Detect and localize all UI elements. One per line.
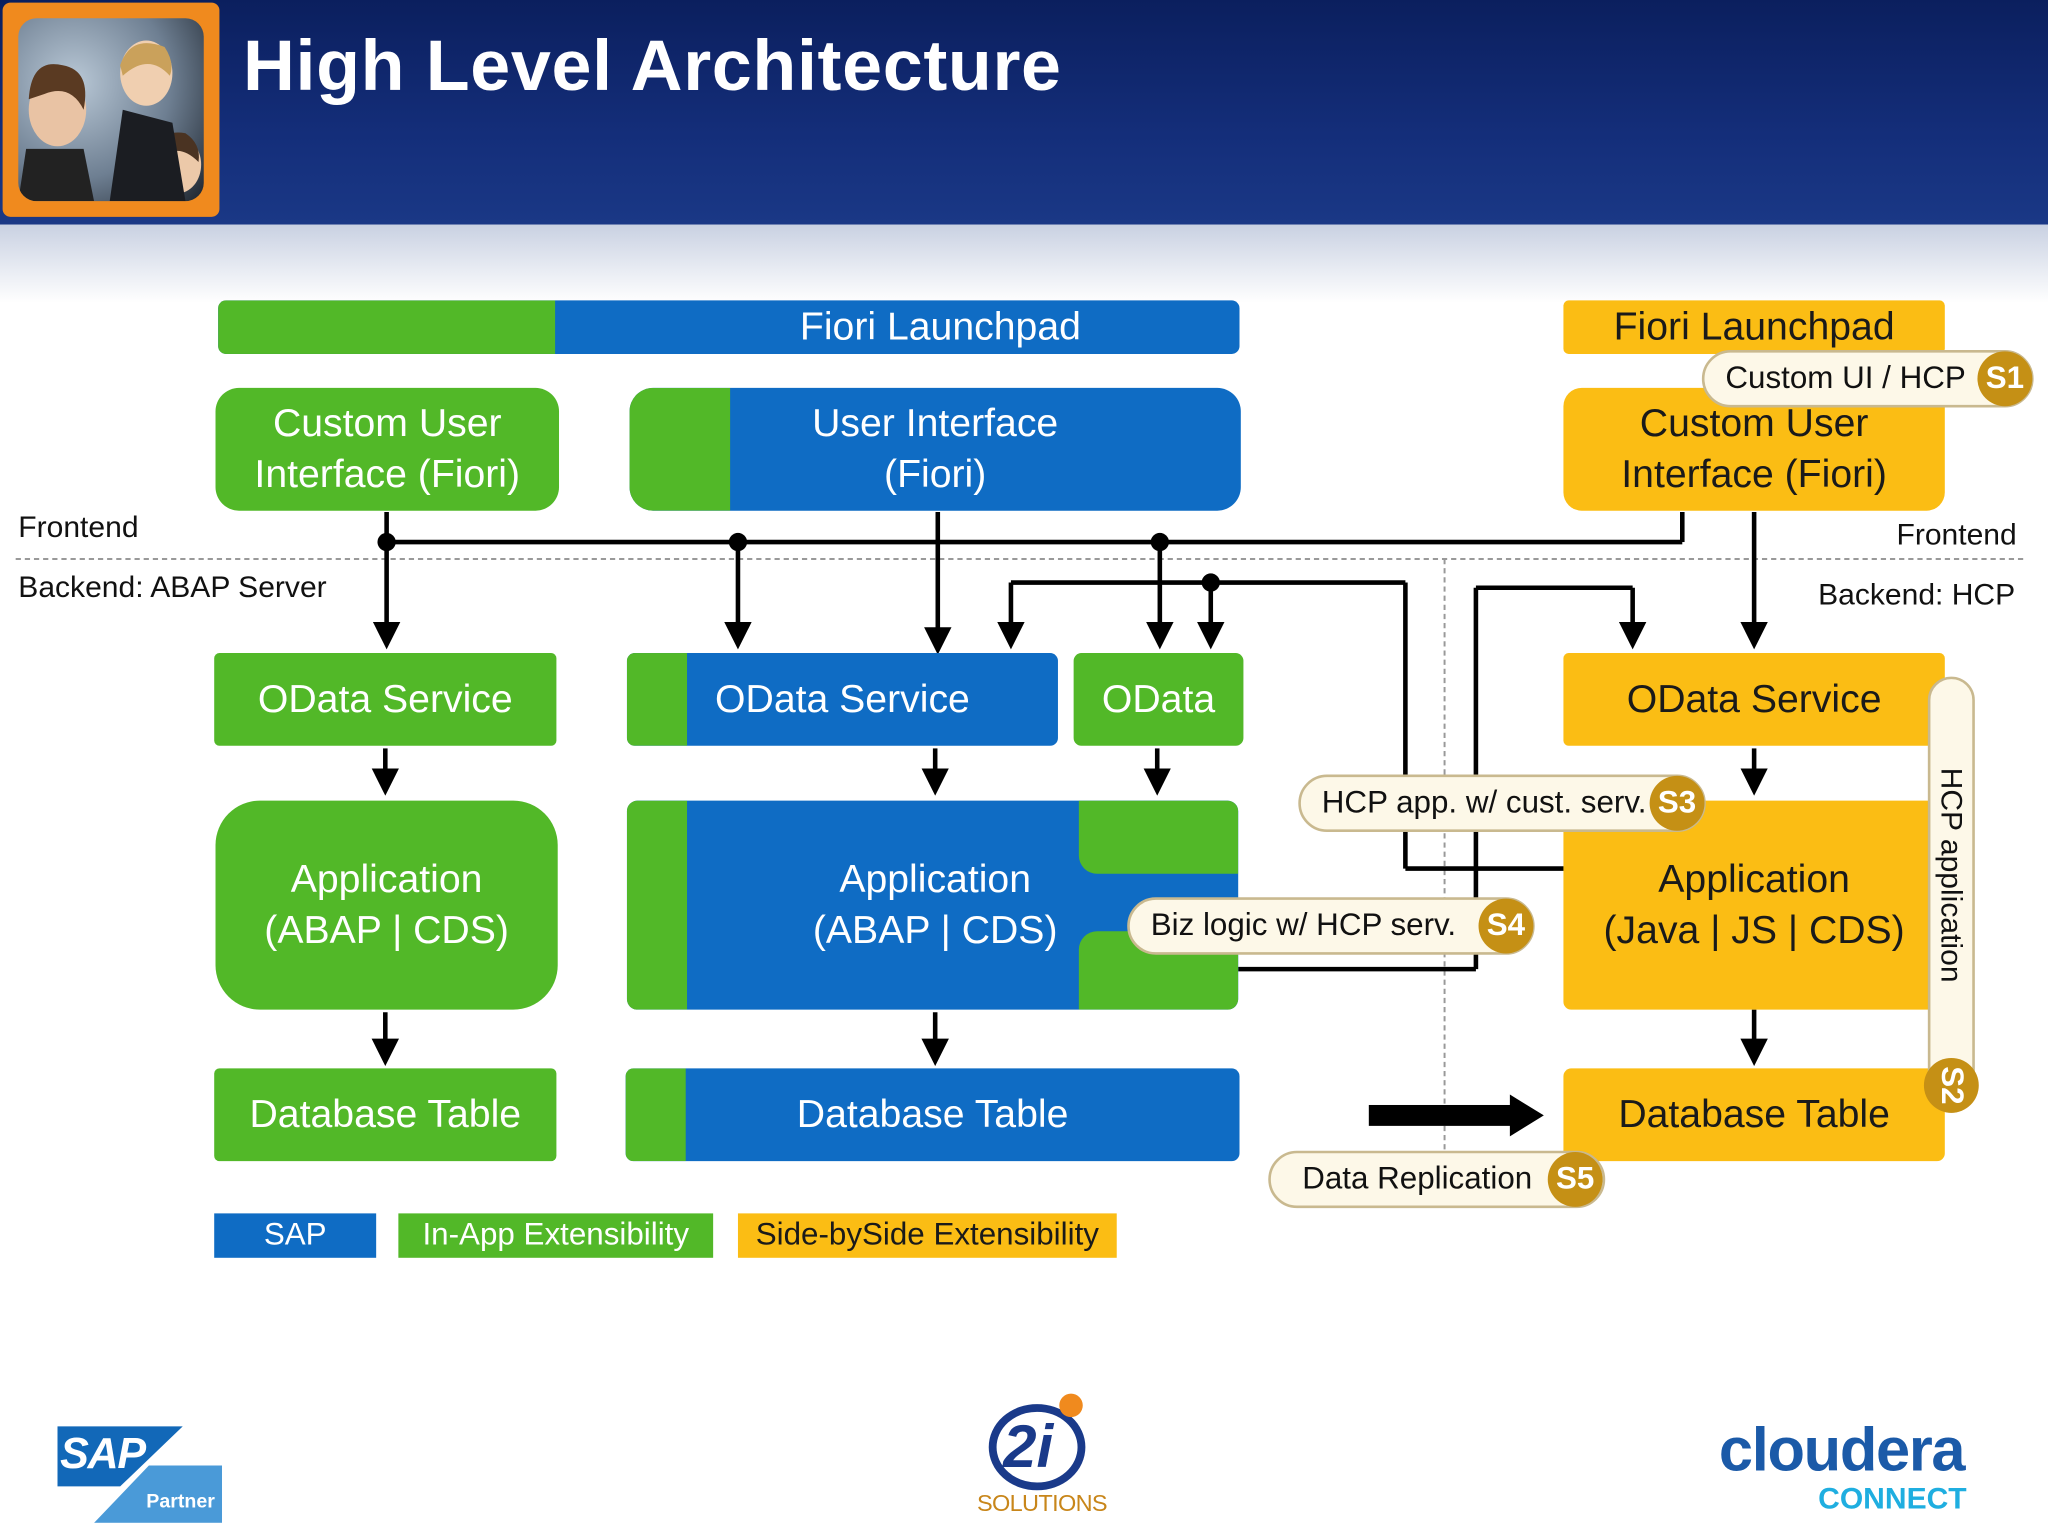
custom-ui-green-label: Custom User Interface (Fiori) bbox=[254, 402, 521, 497]
people-photo bbox=[2, 2, 220, 217]
odata-service-blue-label: OData Service bbox=[715, 677, 970, 721]
twoi-solutions-logo: 2i SOLUTIONS bbox=[967, 1390, 1111, 1521]
twoi-sub-text: SOLUTIONS bbox=[976, 1490, 1108, 1517]
scenario-s4-pill: Biz logic w/ HCP serv. bbox=[1127, 897, 1535, 955]
in-app-strip bbox=[626, 800, 688, 1010]
scenario-s1-pill: Custom UI / HCP bbox=[1701, 350, 2034, 408]
scenario-s2-pill bbox=[1927, 676, 1975, 1113]
odata-service-green-label: OData Service bbox=[257, 677, 513, 721]
cloudera-sub-text: CONNECT bbox=[1818, 1481, 1967, 1516]
legend-side-by-side-label: Side-bySide Extensibility bbox=[755, 1217, 1099, 1253]
application-green: Application (ABAP | CDS) bbox=[215, 800, 558, 1010]
legend-sap-label: SAP bbox=[263, 1217, 327, 1253]
sap-partner-text: Partner bbox=[146, 1490, 215, 1513]
database-table-yellow-label: Database Table bbox=[1618, 1093, 1890, 1137]
database-table-yellow: Database Table bbox=[1563, 1068, 1945, 1162]
application-blue-label: Application (ABAP | CDS) bbox=[812, 858, 1058, 953]
database-table-blue: Database Table bbox=[625, 1068, 1240, 1162]
scenario-s5-badge: S5 bbox=[1547, 1151, 1603, 1207]
in-app-strip bbox=[218, 300, 556, 354]
scenario-s4-label: Biz logic w/ HCP serv. bbox=[1150, 907, 1457, 944]
application-green-label: Application (ABAP | CDS) bbox=[264, 858, 509, 953]
user-interface-blue: User Interface (Fiori) bbox=[629, 387, 1241, 511]
twoi-logo-shape bbox=[988, 1393, 1086, 1491]
in-app-strip bbox=[626, 653, 688, 746]
sap-logo-text: SAP bbox=[60, 1428, 146, 1478]
twoi-logo-text: 2i bbox=[1003, 1411, 1054, 1480]
odata-small-green: OData bbox=[1073, 653, 1244, 746]
legend-sap: SAP bbox=[214, 1213, 377, 1258]
page-title: High Level Architecture bbox=[242, 24, 1062, 106]
custom-ui-yellow-label: Custom User Interface (Fiori) bbox=[1621, 402, 1887, 497]
photo-image bbox=[18, 18, 204, 202]
scenario-s3-pill: HCP app. w/ cust. serv. bbox=[1298, 774, 1706, 832]
scenario-s3-label: HCP app. w/ cust. serv. bbox=[1321, 784, 1647, 821]
odata-service-yellow-label: OData Service bbox=[1626, 677, 1882, 721]
cloudera-text: cloudera bbox=[1718, 1414, 1966, 1484]
legend-in-app-label: In-App Extensibility bbox=[422, 1217, 690, 1253]
scenario-s3-badge: S3 bbox=[1649, 775, 1705, 831]
scenario-s5-label: Data Replication bbox=[1302, 1161, 1533, 1197]
application-yellow: Application (Java | JS | CDS) bbox=[1563, 800, 1945, 1010]
in-app-strip bbox=[629, 387, 731, 511]
sap-partner-logo: SAP Partner bbox=[57, 1426, 223, 1523]
scenario-s4-badge: S4 bbox=[1478, 898, 1534, 954]
fiori-launchpad-hcp-label: Fiori Launchpad bbox=[1613, 305, 1895, 349]
database-table-green: Database Table bbox=[214, 1068, 557, 1162]
scenario-s2-label: HCP application bbox=[1935, 767, 1969, 983]
database-table-blue-label: Database Table bbox=[796, 1093, 1069, 1137]
in-app-strip bbox=[625, 1068, 686, 1162]
header-gradient-band bbox=[0, 224, 2048, 304]
odata-service-blue: OData Service bbox=[626, 653, 1058, 746]
right-backend-label: Backend: HCP bbox=[1818, 577, 2016, 612]
scenario-s2-badge: S2 bbox=[1923, 1057, 1979, 1113]
legend-in-app: In-App Extensibility bbox=[398, 1213, 714, 1258]
database-table-green-label: Database Table bbox=[249, 1093, 522, 1137]
custom-ui-yellow: Custom User Interface (Fiori) bbox=[1563, 387, 1945, 511]
custom-ui-green: Custom User Interface (Fiori) bbox=[215, 387, 560, 511]
scenario-s1-label: Custom UI / HCP bbox=[1725, 360, 1966, 396]
right-frontend-label: Frontend bbox=[1896, 517, 2017, 552]
fiori-launchpad-main-label: Fiori Launchpad bbox=[799, 305, 1081, 349]
odata-small-label: OData bbox=[1101, 677, 1216, 721]
left-frontend-label: Frontend bbox=[18, 509, 139, 544]
user-interface-blue-label: User Interface (Fiori) bbox=[812, 402, 1059, 497]
odata-service-yellow: OData Service bbox=[1563, 653, 1945, 746]
odata-service-green: OData Service bbox=[214, 653, 557, 746]
left-backend-label: Backend: ABAP Server bbox=[18, 569, 327, 604]
fiori-launchpad-hcp: Fiori Launchpad bbox=[1563, 300, 1945, 354]
legend-side-by-side: Side-bySide Extensibility bbox=[737, 1213, 1117, 1258]
in-app-corner-top bbox=[1078, 800, 1239, 874]
sap-logo-shape bbox=[57, 1426, 223, 1523]
cloudera-connect-logo: cloudera CONNECT bbox=[1719, 1413, 1993, 1523]
people-illustration bbox=[18, 40, 202, 202]
header-bar bbox=[0, 0, 2048, 225]
scenario-s1-badge: S1 bbox=[1977, 351, 2033, 407]
application-yellow-label: Application (Java | JS | CDS) bbox=[1603, 858, 1905, 953]
fiori-launchpad-main: Fiori Launchpad bbox=[218, 300, 1240, 354]
